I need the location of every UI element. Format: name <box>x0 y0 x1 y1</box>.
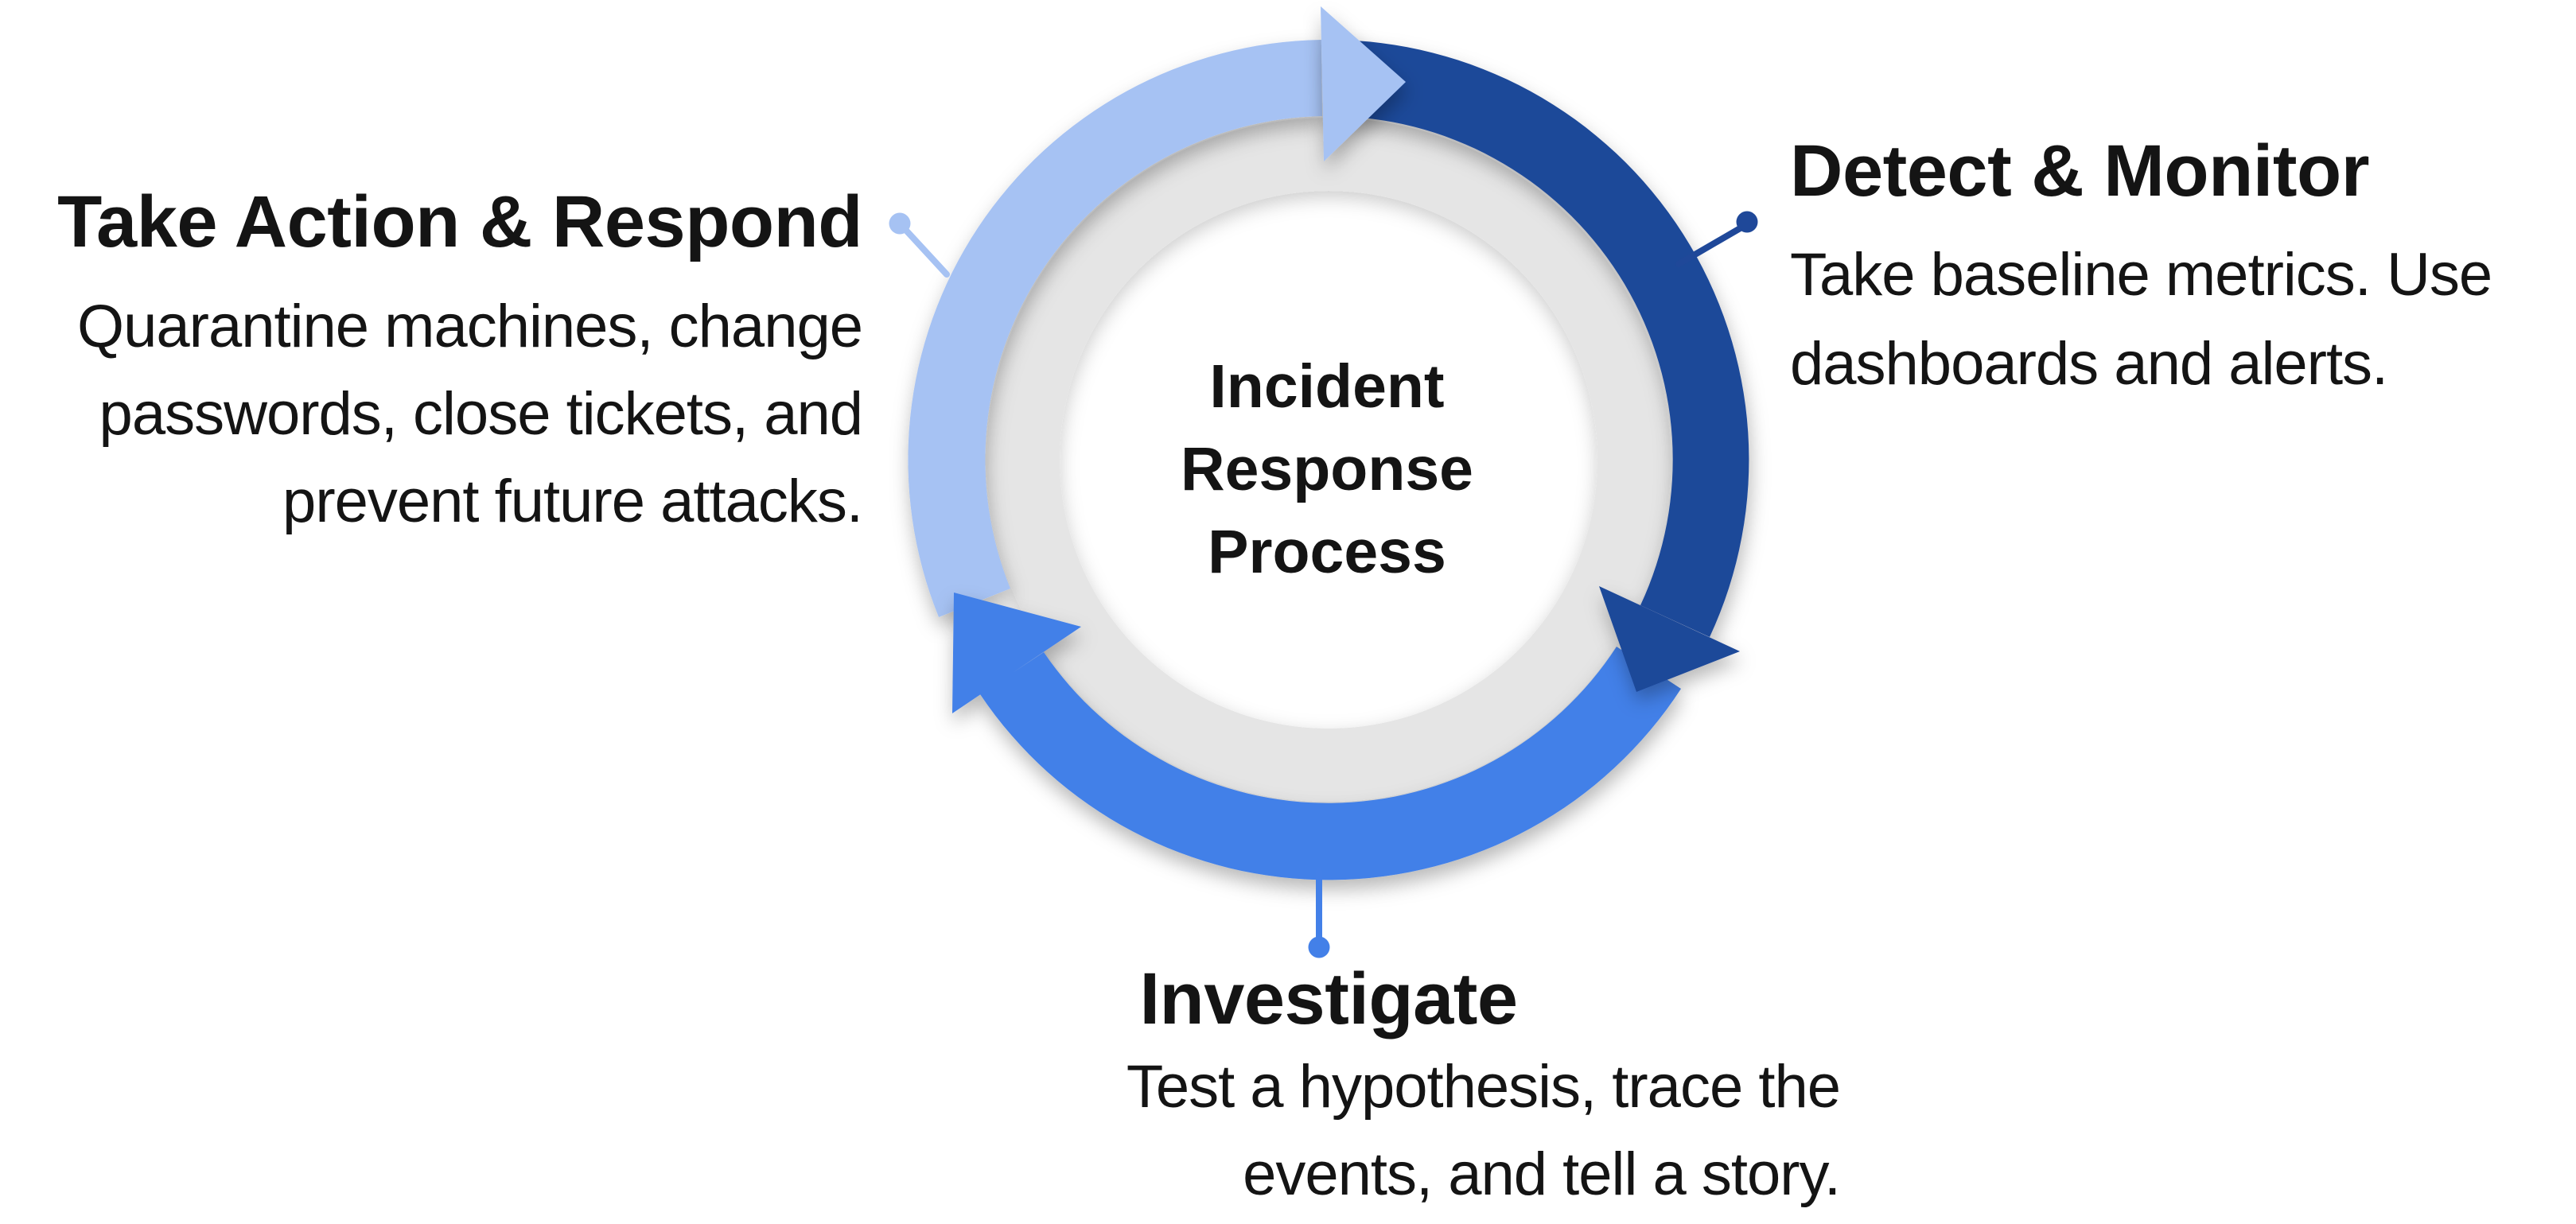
arc-detect <box>1329 39 1749 693</box>
connector-investigate-dot <box>1308 936 1330 958</box>
connector-detect-line <box>1675 221 1750 267</box>
phase-title-respond: Take Action & Respond <box>57 181 862 262</box>
center-label-line: Process <box>1208 518 1446 586</box>
phase-description-line: prevent future attacks. <box>282 468 863 535</box>
phase-description-line: dashboards and alerts. <box>1790 330 2388 398</box>
phase-description-detect: Take baseline metrics. Use dashboards an… <box>1790 231 2492 409</box>
phase-description-respond: Quarantine machines, change passwords, c… <box>57 283 863 546</box>
connector-investigate <box>1308 868 1330 958</box>
center-label-line: Response <box>1180 435 1474 503</box>
arc-respond <box>908 40 1322 617</box>
phase-description-line: Take baseline metrics. Use <box>1790 241 2492 309</box>
center-label-line: Incident <box>1209 352 1445 421</box>
phase-description-line: events, and tell a story. <box>1243 1140 1841 1208</box>
phase-description-line: passwords, close tickets, and <box>99 380 863 448</box>
phase-description-line: Test a hypothesis, trace the <box>1126 1053 1841 1121</box>
connector-respond <box>889 212 950 278</box>
connector-detect <box>1675 211 1758 267</box>
arc-investigate <box>952 593 1681 880</box>
connector-detect-dot <box>1736 211 1758 233</box>
arrowhead-respond <box>1321 6 1406 161</box>
phase-block-detect: Detect & Monitor Take baseline metrics. … <box>1790 126 2492 409</box>
phase-block-respond: Take Action & Respond Quarantine machine… <box>57 177 863 546</box>
center-label: Incident Response Process <box>1181 345 1473 593</box>
phase-title-investigate: Investigate <box>1139 958 1518 1039</box>
connector-respond-line <box>897 220 950 278</box>
phase-description-investigate: Test a hypothesis, trace the events, and… <box>1126 1043 1841 1218</box>
phase-description-line: Quarantine machines, change <box>77 293 863 360</box>
phase-title-detect: Detect & Monitor <box>1790 130 2370 212</box>
connector-respond-dot <box>889 212 911 235</box>
